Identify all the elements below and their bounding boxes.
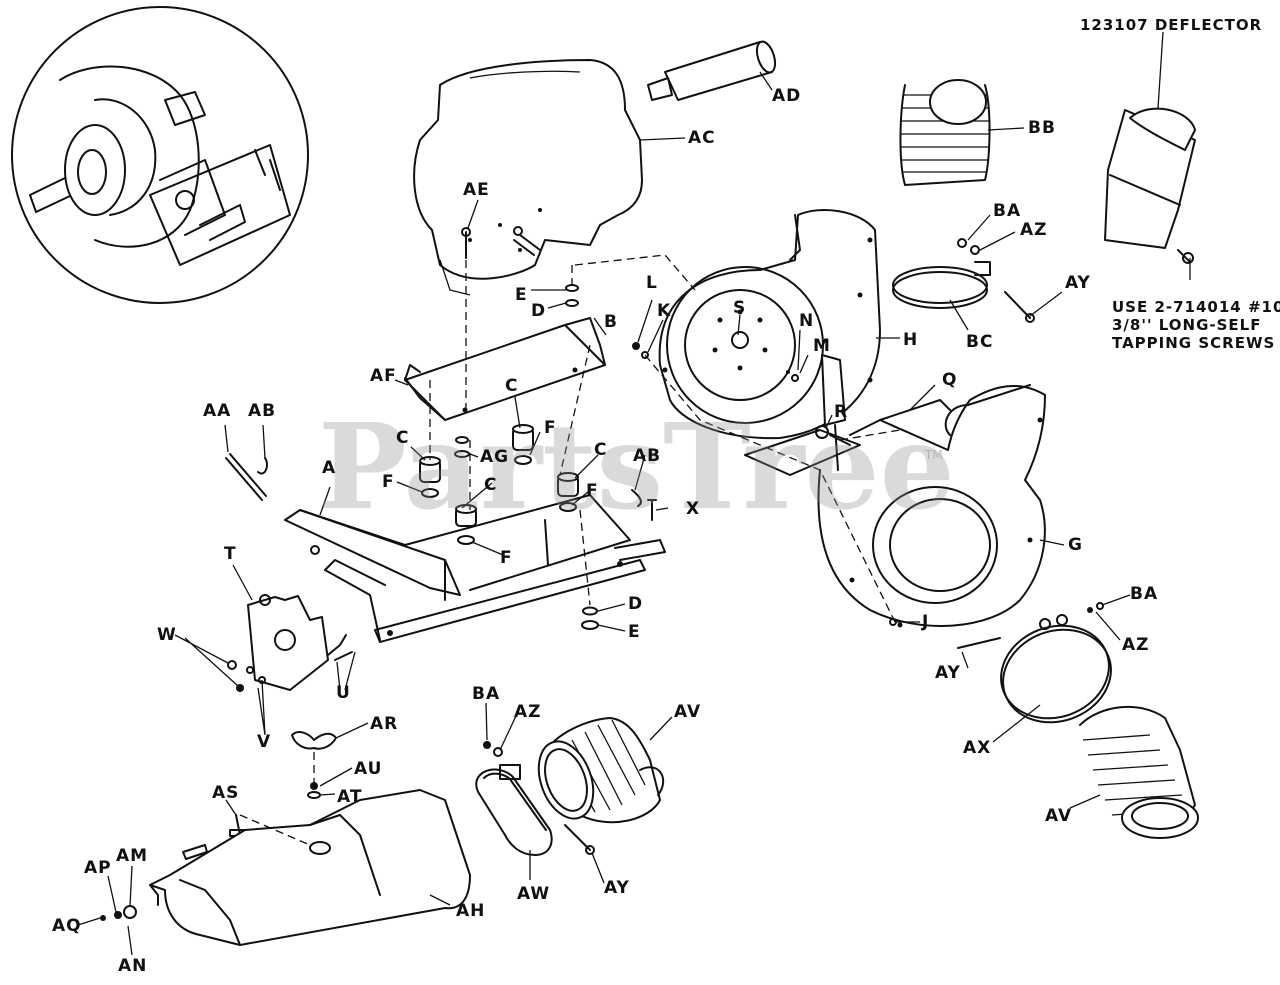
label-h: H <box>903 330 919 350</box>
watermark: PartsTree <box>318 397 955 536</box>
clamp-ax <box>957 602 1112 724</box>
mount-plate <box>404 317 606 421</box>
label-c-4: C <box>484 475 498 495</box>
bracket-t <box>227 594 353 692</box>
label-e-top: E <box>515 285 528 305</box>
label-ar: AR <box>370 714 399 734</box>
chute <box>100 789 471 946</box>
label-ba-mid: BA <box>472 684 501 704</box>
label-f-4: F <box>500 548 513 568</box>
label-c-2: C <box>396 428 410 448</box>
label-at: AT <box>337 787 363 807</box>
label-f-1: F <box>544 418 557 438</box>
label-m: M <box>813 336 831 356</box>
label-au: AU <box>354 759 383 779</box>
label-an: AN <box>118 956 148 976</box>
label-s: S <box>733 298 747 318</box>
blower-housing <box>658 209 881 440</box>
clamp-aw <box>475 741 595 856</box>
isolators <box>419 284 599 630</box>
label-ad: AD <box>772 86 802 106</box>
label-d-bot: D <box>628 594 644 614</box>
leader-lines <box>77 31 1191 956</box>
hardware-small <box>225 342 897 626</box>
label-ah: AH <box>456 901 486 921</box>
label-af: AF <box>370 366 397 386</box>
label-ag: AG <box>480 447 510 467</box>
label-f-3: F <box>586 481 599 501</box>
label-v: V <box>257 732 272 752</box>
label-av-right: AV <box>1045 806 1073 826</box>
label-az-right: AZ <box>1122 635 1150 655</box>
label-aq: AQ <box>52 916 82 936</box>
label-d-top: D <box>531 301 547 321</box>
label-ba-right: BA <box>1130 584 1159 604</box>
engine <box>413 59 643 296</box>
screw-note-line2: 3/8'' LONG-SELF <box>1112 316 1262 334</box>
watermark-tm: TM <box>925 448 943 462</box>
label-c-3: C <box>594 440 608 460</box>
hose-av-right <box>1079 705 1199 839</box>
label-j: J <box>922 612 930 632</box>
label-aw: AW <box>517 884 551 904</box>
impeller <box>744 354 861 476</box>
hose-av-mid <box>537 717 665 824</box>
label-e-bot: E <box>628 622 641 642</box>
label-b: B <box>604 312 618 332</box>
label-r: R <box>834 402 849 422</box>
label-ay-top: AY <box>1065 273 1091 293</box>
main-frame <box>284 494 666 643</box>
label-ae: AE <box>463 180 490 200</box>
deflector-note: 123107 DEFLECTOR <box>1080 16 1263 34</box>
label-f-2: F <box>382 472 395 492</box>
label-ay-bot: AY <box>604 878 630 898</box>
label-ab-left: AB <box>248 401 277 421</box>
label-ab-right: AB <box>633 446 662 466</box>
label-ax: AX <box>963 738 992 758</box>
deflector <box>1104 107 1196 264</box>
label-az-top: AZ <box>1020 220 1048 240</box>
screw-note-line3: TAPPING SCREWS <box>1112 334 1276 352</box>
pipe-ad <box>647 40 777 101</box>
detail-inset <box>11 6 309 304</box>
label-ac: AC <box>688 128 716 148</box>
label-t: T <box>224 544 237 564</box>
label-k: K <box>657 301 672 321</box>
label-x: X <box>686 499 701 519</box>
label-az-mid: AZ <box>514 702 542 722</box>
label-ba-top: BA <box>993 201 1022 221</box>
label-aa: AA <box>203 401 232 421</box>
assembly-lines <box>239 254 901 846</box>
label-g: G <box>1068 535 1083 555</box>
label-bc: BC <box>966 332 994 352</box>
label-c-1: C <box>505 376 519 396</box>
bellows-bb <box>899 79 991 186</box>
label-am: AM <box>116 846 149 866</box>
label-n: N <box>799 311 815 331</box>
screw-note-line1: USE 2-714014 #10- <box>1112 298 1280 316</box>
label-ay-right: AY <box>935 663 961 683</box>
label-av-mid: AV <box>674 702 702 722</box>
label-as: AS <box>212 783 240 803</box>
label-a: A <box>322 458 337 478</box>
label-w: W <box>157 625 177 645</box>
label-bb: BB <box>1028 118 1056 138</box>
clamp-bc <box>892 238 1035 323</box>
label-q: Q <box>942 370 958 390</box>
housing-cover <box>817 384 1046 628</box>
label-l: L <box>646 273 658 293</box>
label-u: U <box>336 683 351 703</box>
label-ap: AP <box>84 858 112 878</box>
